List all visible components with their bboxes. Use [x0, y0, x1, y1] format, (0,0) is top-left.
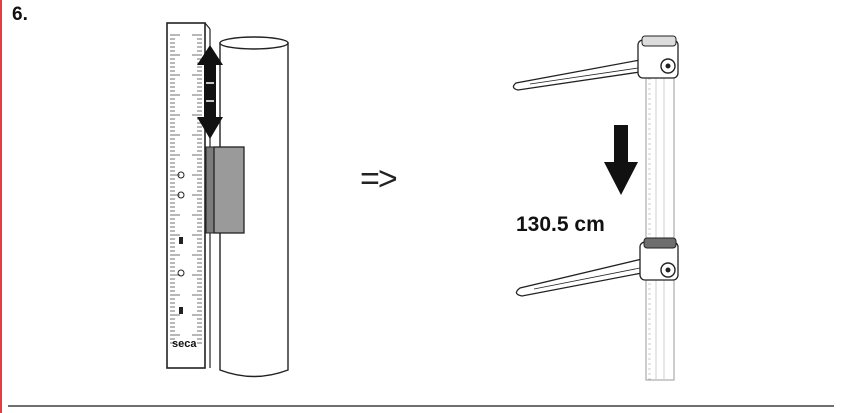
- rod-ticks: [170, 34, 202, 344]
- rod-brand-label: seca: [172, 338, 197, 350]
- step-number: 6.: [12, 4, 28, 25]
- pole: [219, 36, 289, 378]
- up-down-arrow-icon: [197, 45, 223, 139]
- headpiece-bottom: [515, 237, 679, 297]
- slider-block: [205, 146, 245, 234]
- measurement-label: 130.5 cm: [516, 213, 605, 236]
- measuring-column: [645, 49, 675, 381]
- bottom-divider: [8, 405, 834, 407]
- left-illustration: [166, 22, 289, 378]
- right-illustration: [512, 35, 679, 381]
- down-arrow-icon: [604, 125, 638, 195]
- measuring-rod: [166, 22, 211, 369]
- transition-arrow: =>: [360, 160, 398, 198]
- left-accent-rule: [0, 0, 2, 413]
- headpiece-top: [512, 35, 679, 91]
